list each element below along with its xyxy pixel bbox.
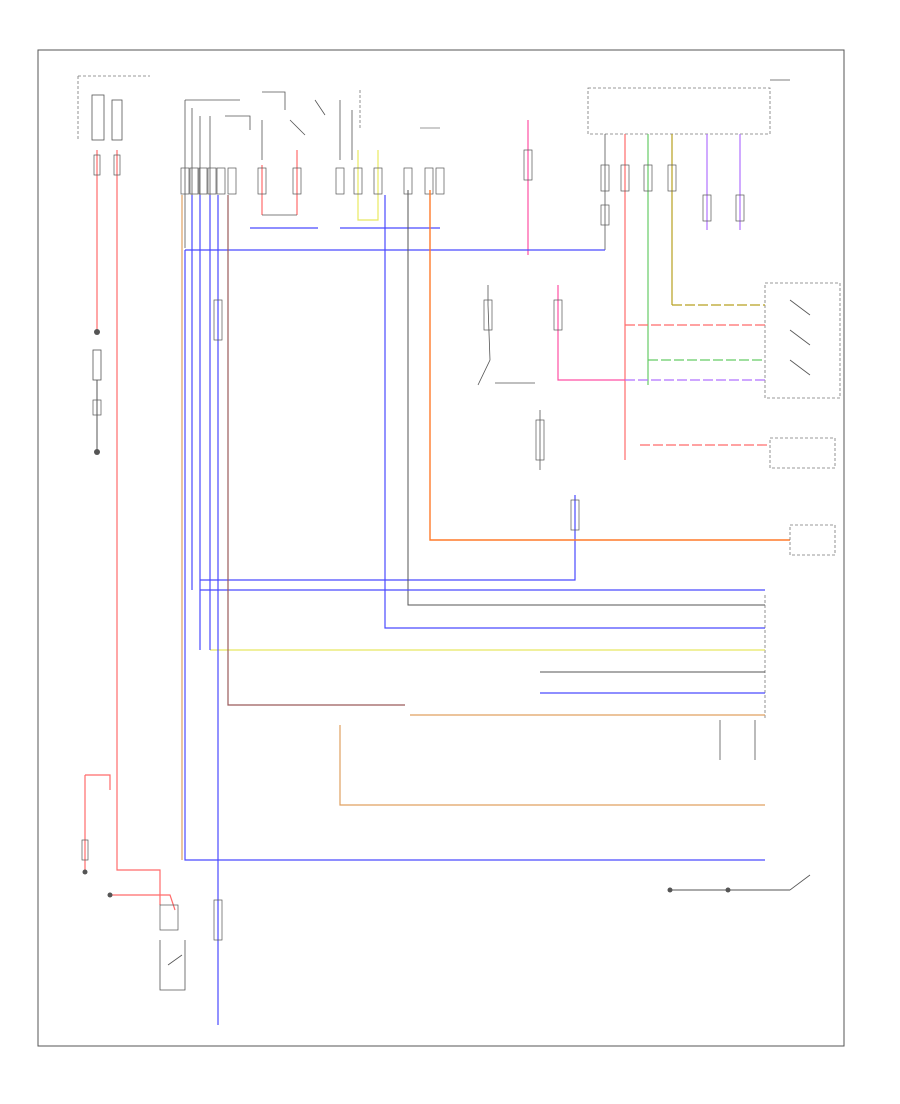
diagram-border bbox=[37, 49, 845, 1047]
battery-fuse-column bbox=[77, 75, 161, 905]
center-switch-group bbox=[200, 285, 625, 581]
wire-gray bbox=[407, 190, 765, 606]
control-module-top-right bbox=[523, 79, 790, 460]
bottom-left-switch bbox=[81, 774, 186, 991]
wire-red-main bbox=[116, 150, 161, 905]
right-switch-bank bbox=[625, 282, 841, 469]
wire-orange bbox=[429, 190, 790, 541]
top-switch-group bbox=[180, 90, 445, 248]
lower-connector-block bbox=[184, 195, 766, 861]
